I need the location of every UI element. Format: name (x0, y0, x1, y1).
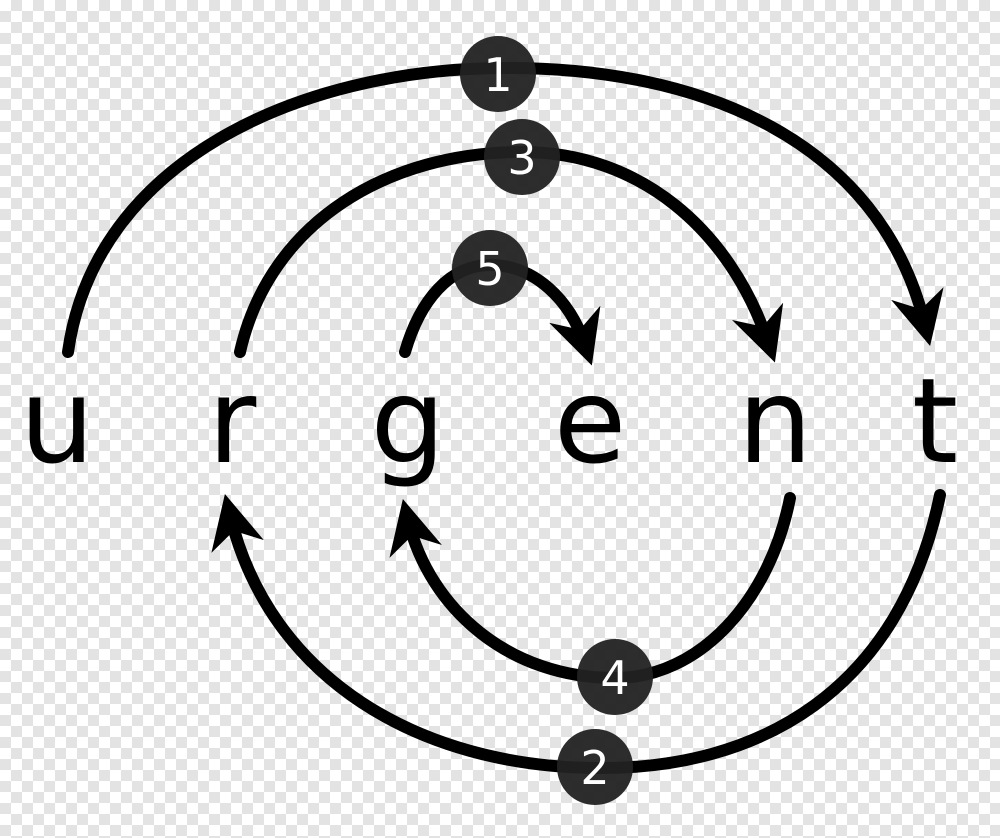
svg-text:1: 1 (483, 48, 512, 102)
step-badge-4: 4 (577, 639, 653, 715)
svg-text:4: 4 (600, 651, 629, 705)
svg-text:5: 5 (475, 242, 504, 296)
step-badge-2: 2 (557, 729, 633, 805)
step-badge-1: 1 (460, 36, 536, 112)
letter-r: r (208, 352, 257, 490)
step-badge-3: 3 (484, 119, 560, 195)
letter-u: u (20, 352, 95, 490)
letter-g: g (371, 352, 446, 490)
arc-2-t-to-r (211, 489, 946, 775)
letter-t: t (912, 352, 958, 490)
letters: u r g e n t (20, 352, 959, 490)
svg-text:2: 2 (580, 741, 609, 795)
letter-e: e (554, 352, 627, 490)
step-badge-5: 5 (452, 230, 528, 306)
letter-n: n (738, 352, 813, 490)
svg-text:3: 3 (507, 131, 536, 185)
